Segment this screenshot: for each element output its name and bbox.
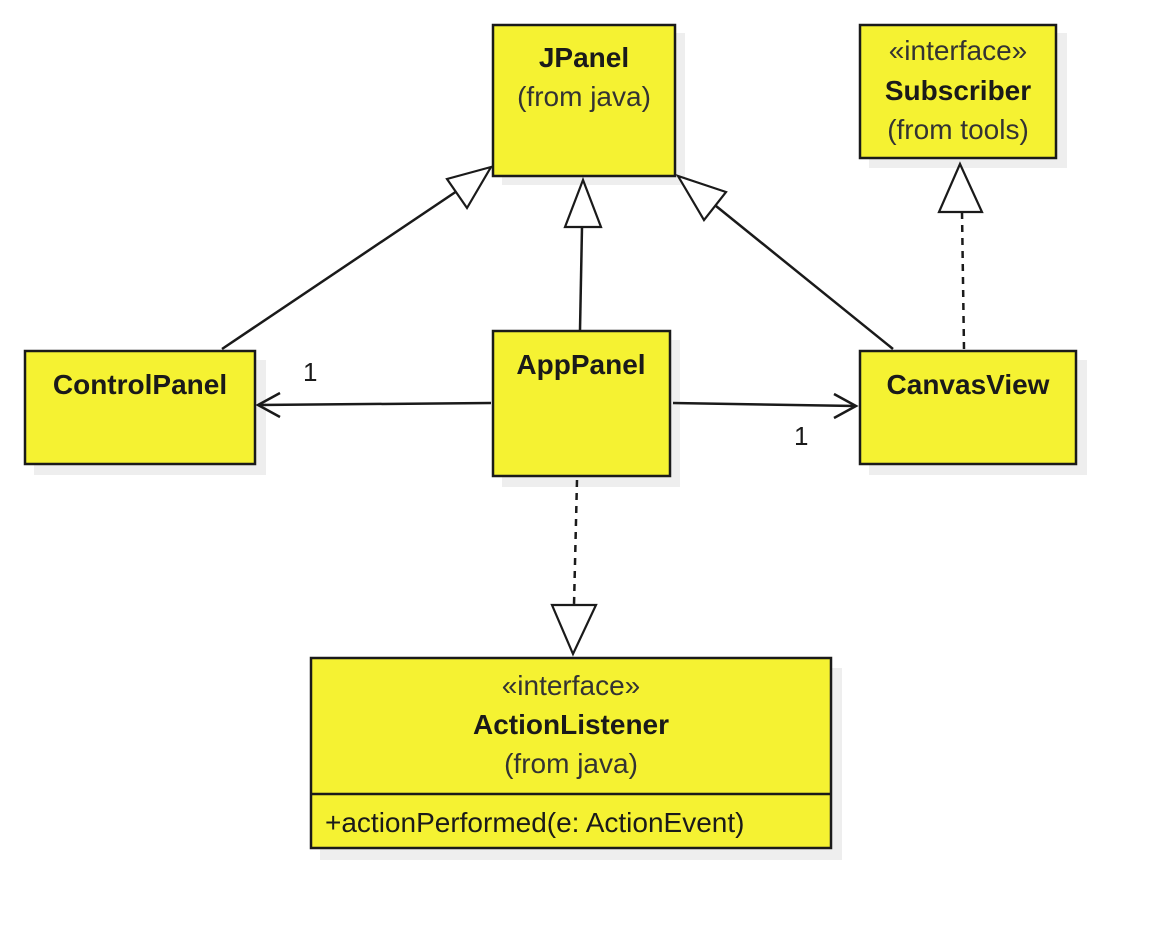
generalization-canvasview-jpanel [675,174,894,350]
class-jpanel-name: JPanel [539,42,629,73]
class-canvasview[interactable]: CanvasView [858,349,1078,466]
class-canvasview-name: CanvasView [887,369,1050,400]
multiplicity-controlpanel: 1 [303,357,317,387]
interface-actionlistener-origin: (from java) [504,748,638,779]
interface-subscriber-stereotype: «interface» [889,35,1028,66]
class-canvasview-box [858,349,1078,466]
realization-apppanel-actionlistener [550,479,598,657]
multiplicity-canvasview: 1 [794,421,808,451]
generalization-controlpanel-jpanel [221,165,494,351]
class-controlpanel-name: ControlPanel [53,369,227,400]
generalization-apppanel-jpanel [563,176,603,331]
interface-actionlistener[interactable]: «interface» ActionListener (from java) +… [309,656,833,850]
operation-action-performed: +actionPerformed(e: ActionEvent) [325,807,744,838]
interface-subscriber-origin: (from tools) [887,114,1029,145]
interface-subscriber-box [858,23,1058,160]
interface-subscriber[interactable]: «interface» Subscriber (from tools) [858,23,1058,160]
interface-actionlistener-name: ActionListener [473,709,669,740]
class-apppanel-box [491,329,672,478]
class-jpanel[interactable]: JPanel (from java) [491,23,677,178]
class-controlpanel-box [23,349,257,466]
class-apppanel-name: AppPanel [516,349,645,380]
association-apppanel-controlpanel: 1 [255,357,492,419]
class-jpanel-origin: (from java) [517,81,651,112]
class-jpanel-box [491,23,677,178]
interface-actionlistener-box [309,656,833,850]
interface-actionlistener-stereotype: «interface» [502,670,641,701]
interface-subscriber-name: Subscriber [885,75,1031,106]
class-apppanel[interactable]: AppPanel [491,329,672,478]
class-controlpanel[interactable]: ControlPanel [23,349,257,466]
association-apppanel-canvasview: 1 [672,392,859,451]
realization-canvasview-subscriber [937,161,984,350]
